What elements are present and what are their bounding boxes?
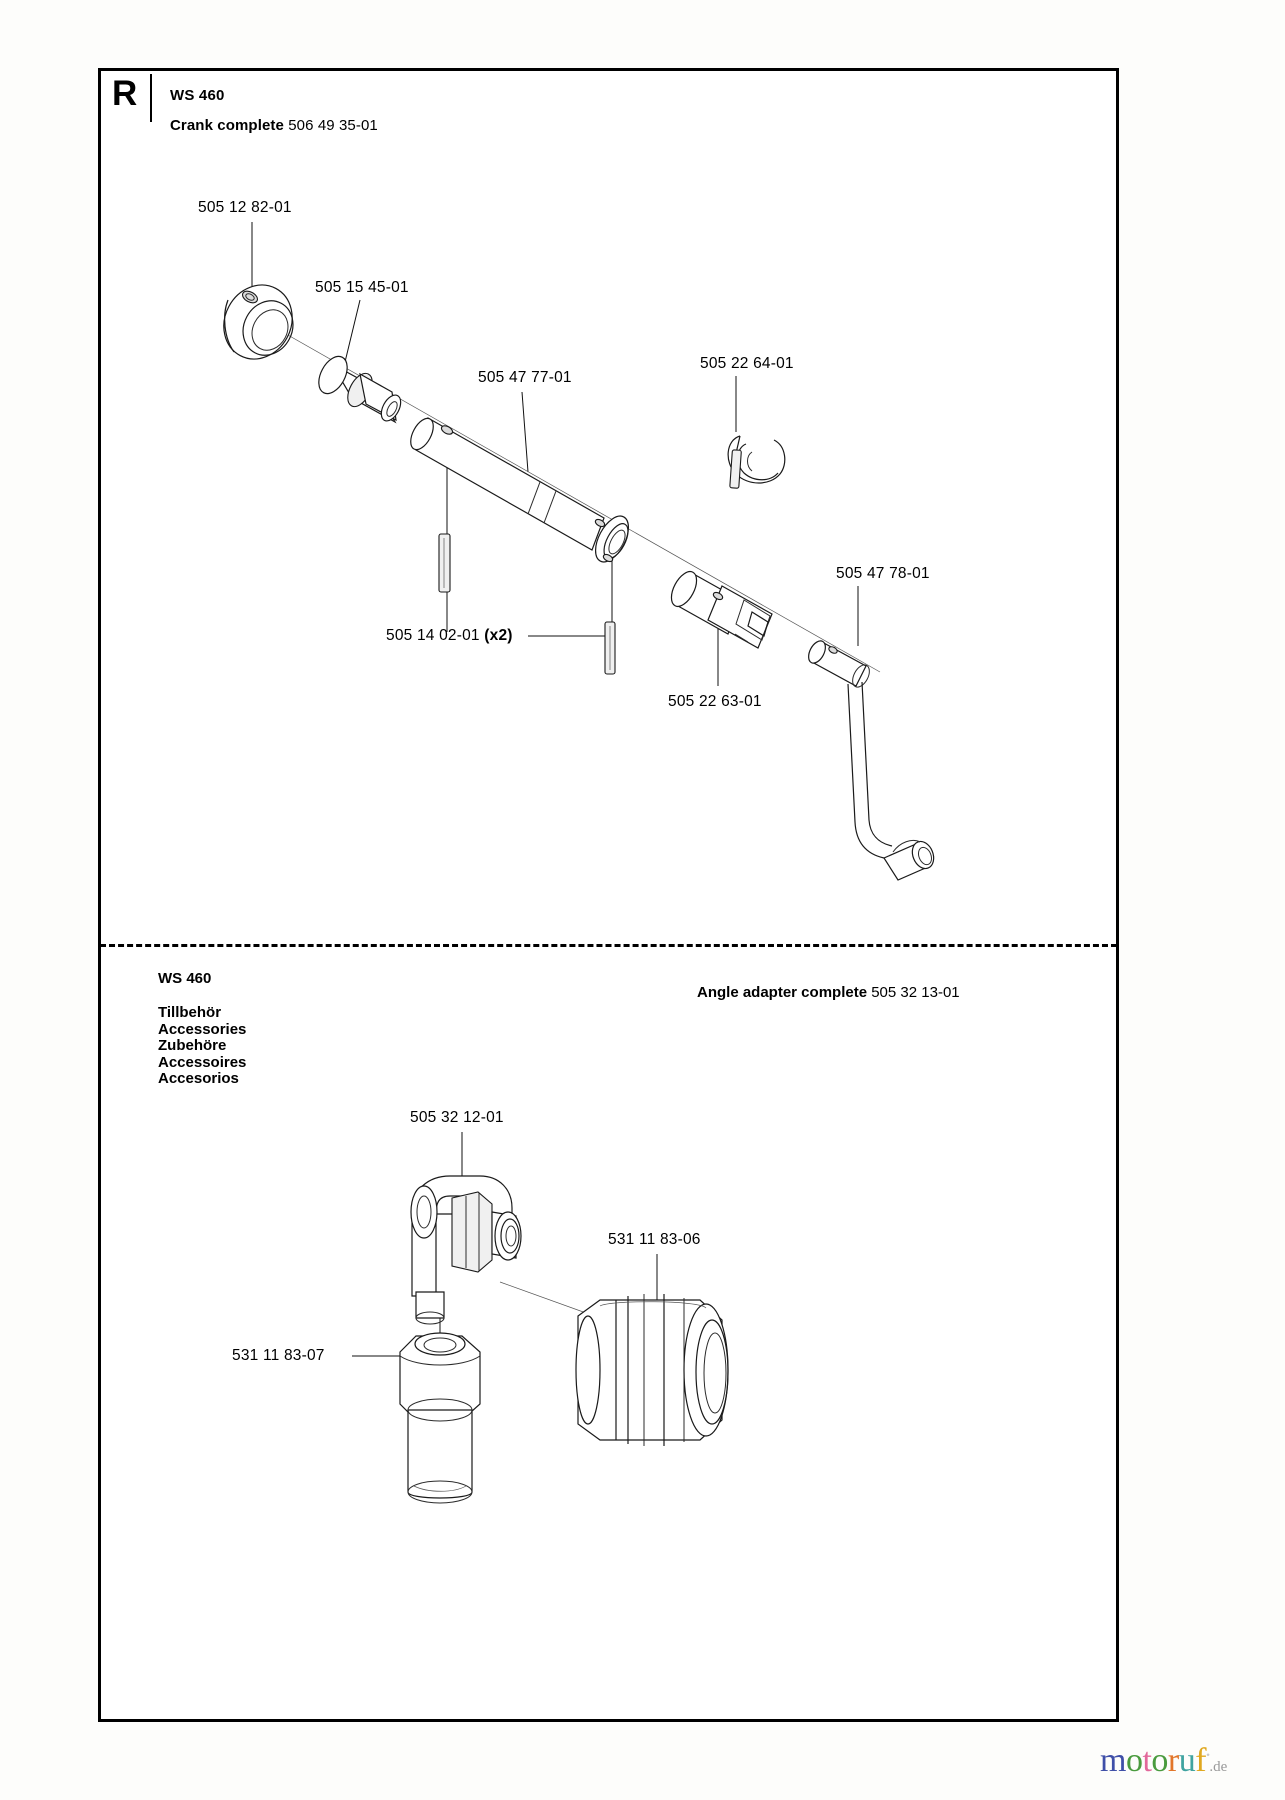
- callout-505-22-63-01: 505 22 63-01: [668, 693, 762, 710]
- section-letter: R: [112, 74, 138, 113]
- watermark-letter-u: u: [1178, 1742, 1196, 1779]
- top-section-model: WS 460: [170, 87, 225, 104]
- section-divider: [100, 944, 1117, 947]
- callout-531-11-83-06: 531 11 83-06: [608, 1231, 701, 1248]
- callout-505-14-02-01: 505 14 02-01 (x2): [386, 628, 513, 644]
- accessories-fr: Accessoires: [158, 1053, 247, 1071]
- watermark-letter-t: t: [1142, 1742, 1152, 1779]
- motoruf-watermark: motoruf•.de: [1100, 1742, 1227, 1780]
- callout-505-32-12-01: 505 32 12-01: [410, 1109, 504, 1126]
- callout-505-14-02-01-number: 505 14 02-01: [386, 627, 480, 644]
- top-section-assembly: Crank complete 506 49 35-01: [170, 117, 378, 134]
- callout-505-15-45-01: 505 15 45-01: [315, 279, 409, 296]
- watermark-letter-r: r: [1167, 1742, 1179, 1779]
- bottom-section-assembly-number: 505 32 13-01: [871, 984, 960, 1001]
- watermark-letter-m: m: [1100, 1742, 1126, 1779]
- callout-505-47-77-01: 505 47 77-01: [478, 369, 572, 386]
- watermark-suffix: .de: [1209, 1759, 1228, 1775]
- watermark-letter-o2: o: [1151, 1742, 1168, 1779]
- header-divider: [150, 74, 152, 122]
- accessories-en: Accessories: [158, 1020, 247, 1038]
- bottom-section-model: WS 460: [158, 970, 212, 987]
- sheet-border: [98, 68, 1119, 1722]
- bottom-section-assembly-label: Angle adapter complete: [697, 984, 868, 1001]
- watermark-letter-o1: o: [1125, 1742, 1143, 1779]
- bottom-section-assembly: Angle adapter complete 505 32 13-01: [697, 984, 960, 1001]
- top-section-assembly-label: Crank complete: [170, 117, 284, 134]
- top-section-assembly-number: 506 49 35-01: [288, 117, 378, 134]
- accessories-sv: Tillbehör: [158, 1004, 222, 1021]
- callout-505-12-82-01: 505 12 82-01: [198, 199, 292, 216]
- accessories-language-list: Tillbehör Accessories Zubehöre Accessoir…: [158, 1004, 247, 1088]
- callout-505-14-02-01-qty: (x2): [484, 627, 513, 644]
- callout-531-11-83-07: 531 11 83-07: [232, 1347, 325, 1364]
- accessories-de: Zubehöre: [158, 1037, 227, 1054]
- accessories-es: Accesorios: [158, 1070, 239, 1087]
- callout-505-47-78-01: 505 47 78-01: [836, 565, 930, 582]
- callout-505-22-64-01: 505 22 64-01: [700, 355, 794, 372]
- watermark-letter-f: f: [1195, 1742, 1207, 1779]
- watermark-dot: •: [1206, 1749, 1210, 1762]
